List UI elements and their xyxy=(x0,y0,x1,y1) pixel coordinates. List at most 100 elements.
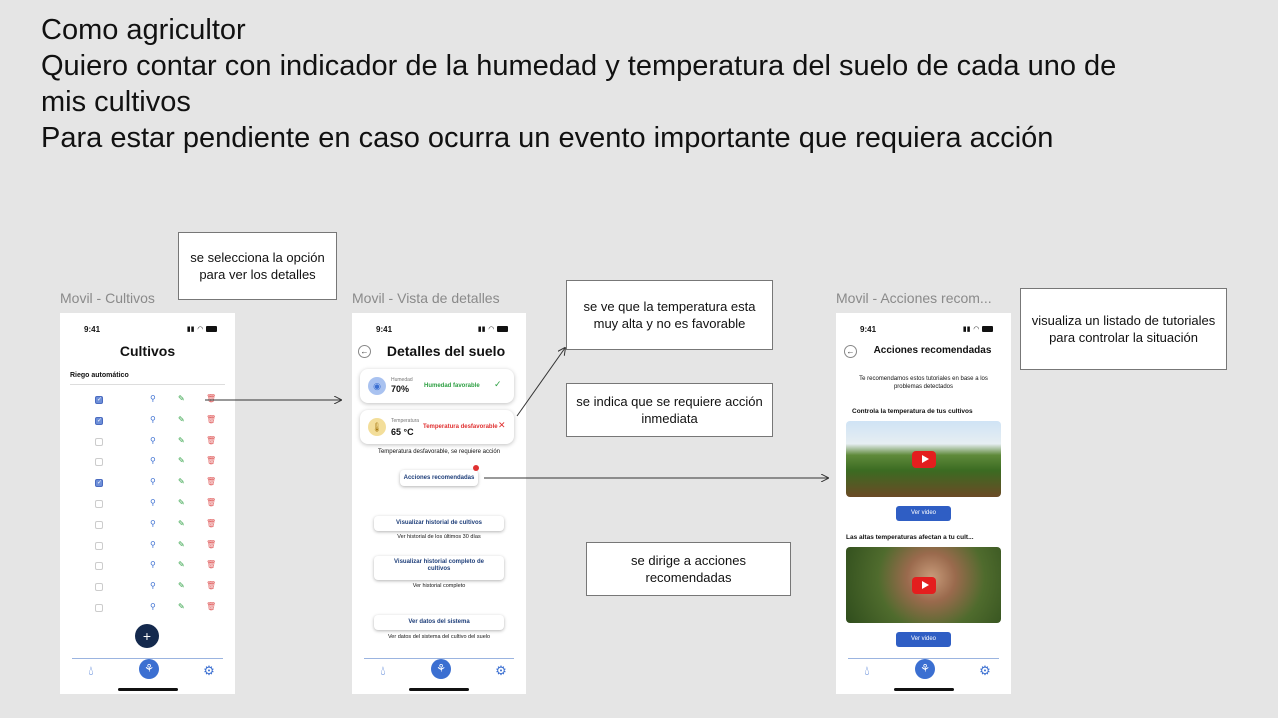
trash-icon[interactable]: 🗑︎ xyxy=(206,477,217,487)
edit-icon[interactable]: ✎ xyxy=(178,414,185,424)
auto-irrigation-checkbox[interactable] xyxy=(95,520,103,529)
play-icon[interactable] xyxy=(911,577,936,594)
crop-row: ⚲ ✎ 🗑︎ xyxy=(60,477,235,489)
temperature-state: Temperatura desfavorable xyxy=(423,424,498,430)
status-bar: 9:41 ▮▮◠ xyxy=(84,323,217,335)
auto-irrigation-checkbox[interactable] xyxy=(95,541,103,550)
search-icon[interactable]: ⚲ xyxy=(150,602,156,611)
search-icon[interactable]: ⚲ xyxy=(150,456,156,466)
recommended-actions-button[interactable]: Acciones recomendadas xyxy=(400,470,478,486)
check-icon: ✓ xyxy=(494,379,502,389)
battery-icon xyxy=(982,326,993,332)
wifi-icon: ◠ xyxy=(973,326,979,333)
battery-icon xyxy=(497,326,508,332)
auto-irrigation-checkbox[interactable] xyxy=(95,416,103,425)
section-label: Riego automático xyxy=(70,372,129,379)
search-icon[interactable]: ⚲ xyxy=(150,560,156,570)
trash-icon[interactable]: 🗑︎ xyxy=(206,435,217,445)
crops-icon[interactable]: ⚘ xyxy=(915,659,935,679)
edit-icon[interactable]: ✎ xyxy=(178,602,185,611)
search-icon[interactable]: ⚲ xyxy=(150,518,156,528)
play-icon[interactable] xyxy=(911,451,936,468)
system-data-subtext: Ver datos del sistema del cultivo del su… xyxy=(387,634,491,640)
search-icon[interactable]: ⚲ xyxy=(150,435,156,445)
story-line-2: Quiero contar con indicador de la humeda… xyxy=(41,50,1117,82)
wifi-icon: ◠ xyxy=(197,326,203,333)
edit-icon[interactable]: ✎ xyxy=(178,581,185,591)
water-drop-icon[interactable]: 💧︎ xyxy=(88,663,94,678)
edit-icon[interactable]: ✎ xyxy=(178,539,185,549)
settings-icon[interactable]: ⚙ xyxy=(979,663,991,678)
edit-icon[interactable]: ✎ xyxy=(178,394,185,403)
auto-irrigation-checkbox[interactable] xyxy=(95,458,103,467)
edit-icon[interactable]: ✎ xyxy=(178,498,185,507)
system-data-button[interactable]: Ver datos del sistema xyxy=(374,615,504,630)
note-tutoriales: visualiza un listado de tutoriales para … xyxy=(1020,288,1227,370)
back-button[interactable]: ← xyxy=(844,345,857,358)
edit-icon[interactable]: ✎ xyxy=(178,435,185,445)
trash-icon[interactable]: 🗑︎ xyxy=(206,539,217,549)
settings-icon[interactable]: ⚙ xyxy=(495,663,507,678)
search-icon[interactable]: ⚲ xyxy=(150,394,156,403)
auto-irrigation-checkbox[interactable] xyxy=(95,583,103,592)
crops-icon[interactable]: ⚘ xyxy=(139,659,159,679)
watch-video2-button[interactable]: Ver video xyxy=(896,632,951,647)
trash-icon[interactable]: 🗑︎ xyxy=(206,498,217,507)
search-icon[interactable]: ⚲ xyxy=(150,539,156,549)
crops-icon[interactable]: ⚘ xyxy=(431,659,451,679)
phone-detalles: 9:41 ▮▮◠ ← Detalles del suelo ◉ Humedad … xyxy=(352,313,526,694)
arrow-to-note-temp xyxy=(516,348,565,417)
video1-thumbnail[interactable] xyxy=(846,421,1001,497)
search-icon[interactable]: ⚲ xyxy=(150,581,156,591)
full-history-button[interactable]: Visualizar historial completo de cultivo… xyxy=(374,556,504,580)
auto-irrigation-checkbox[interactable] xyxy=(95,604,103,612)
status-time: 9:41 xyxy=(84,324,101,334)
crop-row: ⚲ ✎ 🗑︎ xyxy=(60,519,235,531)
crop-row: ⚲ ✎ 🗑︎ xyxy=(60,436,235,448)
back-button[interactable]: ← xyxy=(358,345,371,358)
settings-icon[interactable]: ⚙ xyxy=(203,663,215,678)
status-time: 9:41 xyxy=(376,324,393,334)
system-icons: ▮▮◠ xyxy=(478,325,508,333)
search-icon[interactable]: ⚲ xyxy=(150,477,156,487)
intro-text: Te recomendamos estos tutoriales en base… xyxy=(859,376,988,390)
page-title: Detalles del suelo xyxy=(386,343,506,359)
edit-icon[interactable]: ✎ xyxy=(178,456,185,466)
water-drop-icon[interactable]: 💧︎ xyxy=(864,663,870,678)
story-line-4: Para estar pendiente en caso ocurra un e… xyxy=(41,122,1054,154)
crop-row: ⚲ ✎ 🗑︎ xyxy=(60,456,235,468)
bottom-nav: 💧︎ ⚘ ⚙ xyxy=(364,658,514,680)
trash-icon[interactable]: 🗑︎ xyxy=(206,456,217,466)
video2-thumbnail[interactable] xyxy=(846,547,1001,623)
add-crop-button[interactable]: + xyxy=(135,624,159,648)
history-button[interactable]: Visualizar historial de cultivos xyxy=(374,516,504,531)
bottom-nav: 💧︎ ⚘ ⚙ xyxy=(72,658,223,680)
story-line-1: Como agricultor xyxy=(41,14,246,46)
auto-irrigation-checkbox[interactable] xyxy=(95,562,103,571)
close-icon: ✕ xyxy=(498,420,506,430)
edit-icon[interactable]: ✎ xyxy=(178,477,185,487)
water-drop-icon[interactable]: 💧︎ xyxy=(380,663,386,678)
crop-row: ⚲ ✎ 🗑︎ xyxy=(60,560,235,572)
trash-icon[interactable]: 🗑︎ xyxy=(206,394,217,403)
home-indicator xyxy=(117,688,178,691)
auto-irrigation-checkbox[interactable] xyxy=(95,500,103,508)
auto-irrigation-checkbox[interactable] xyxy=(95,396,103,404)
video1-title: Controla la temperatura de tus cultivos xyxy=(852,408,973,415)
trash-icon[interactable]: 🗑︎ xyxy=(206,602,217,611)
note-dirige: se dirige a acciones recomendadas xyxy=(586,542,791,596)
search-icon[interactable]: ⚲ xyxy=(150,414,156,424)
auto-irrigation-checkbox[interactable] xyxy=(95,437,103,446)
edit-icon[interactable]: ✎ xyxy=(178,518,185,528)
temperature-value: 65 °C xyxy=(391,427,414,437)
trash-icon[interactable]: 🗑︎ xyxy=(206,518,217,528)
auto-irrigation-checkbox[interactable] xyxy=(95,479,103,488)
trash-icon[interactable]: 🗑︎ xyxy=(206,414,217,424)
warning-text: Temperatura desfavorable, se requiere ac… xyxy=(377,449,501,455)
full-history-subtext: Ver historial completo xyxy=(412,583,466,589)
trash-icon[interactable]: 🗑︎ xyxy=(206,581,217,591)
search-icon[interactable]: ⚲ xyxy=(150,498,156,507)
edit-icon[interactable]: ✎ xyxy=(178,560,185,570)
trash-icon[interactable]: 🗑︎ xyxy=(206,560,217,570)
watch-video1-button[interactable]: Ver video xyxy=(896,506,951,521)
